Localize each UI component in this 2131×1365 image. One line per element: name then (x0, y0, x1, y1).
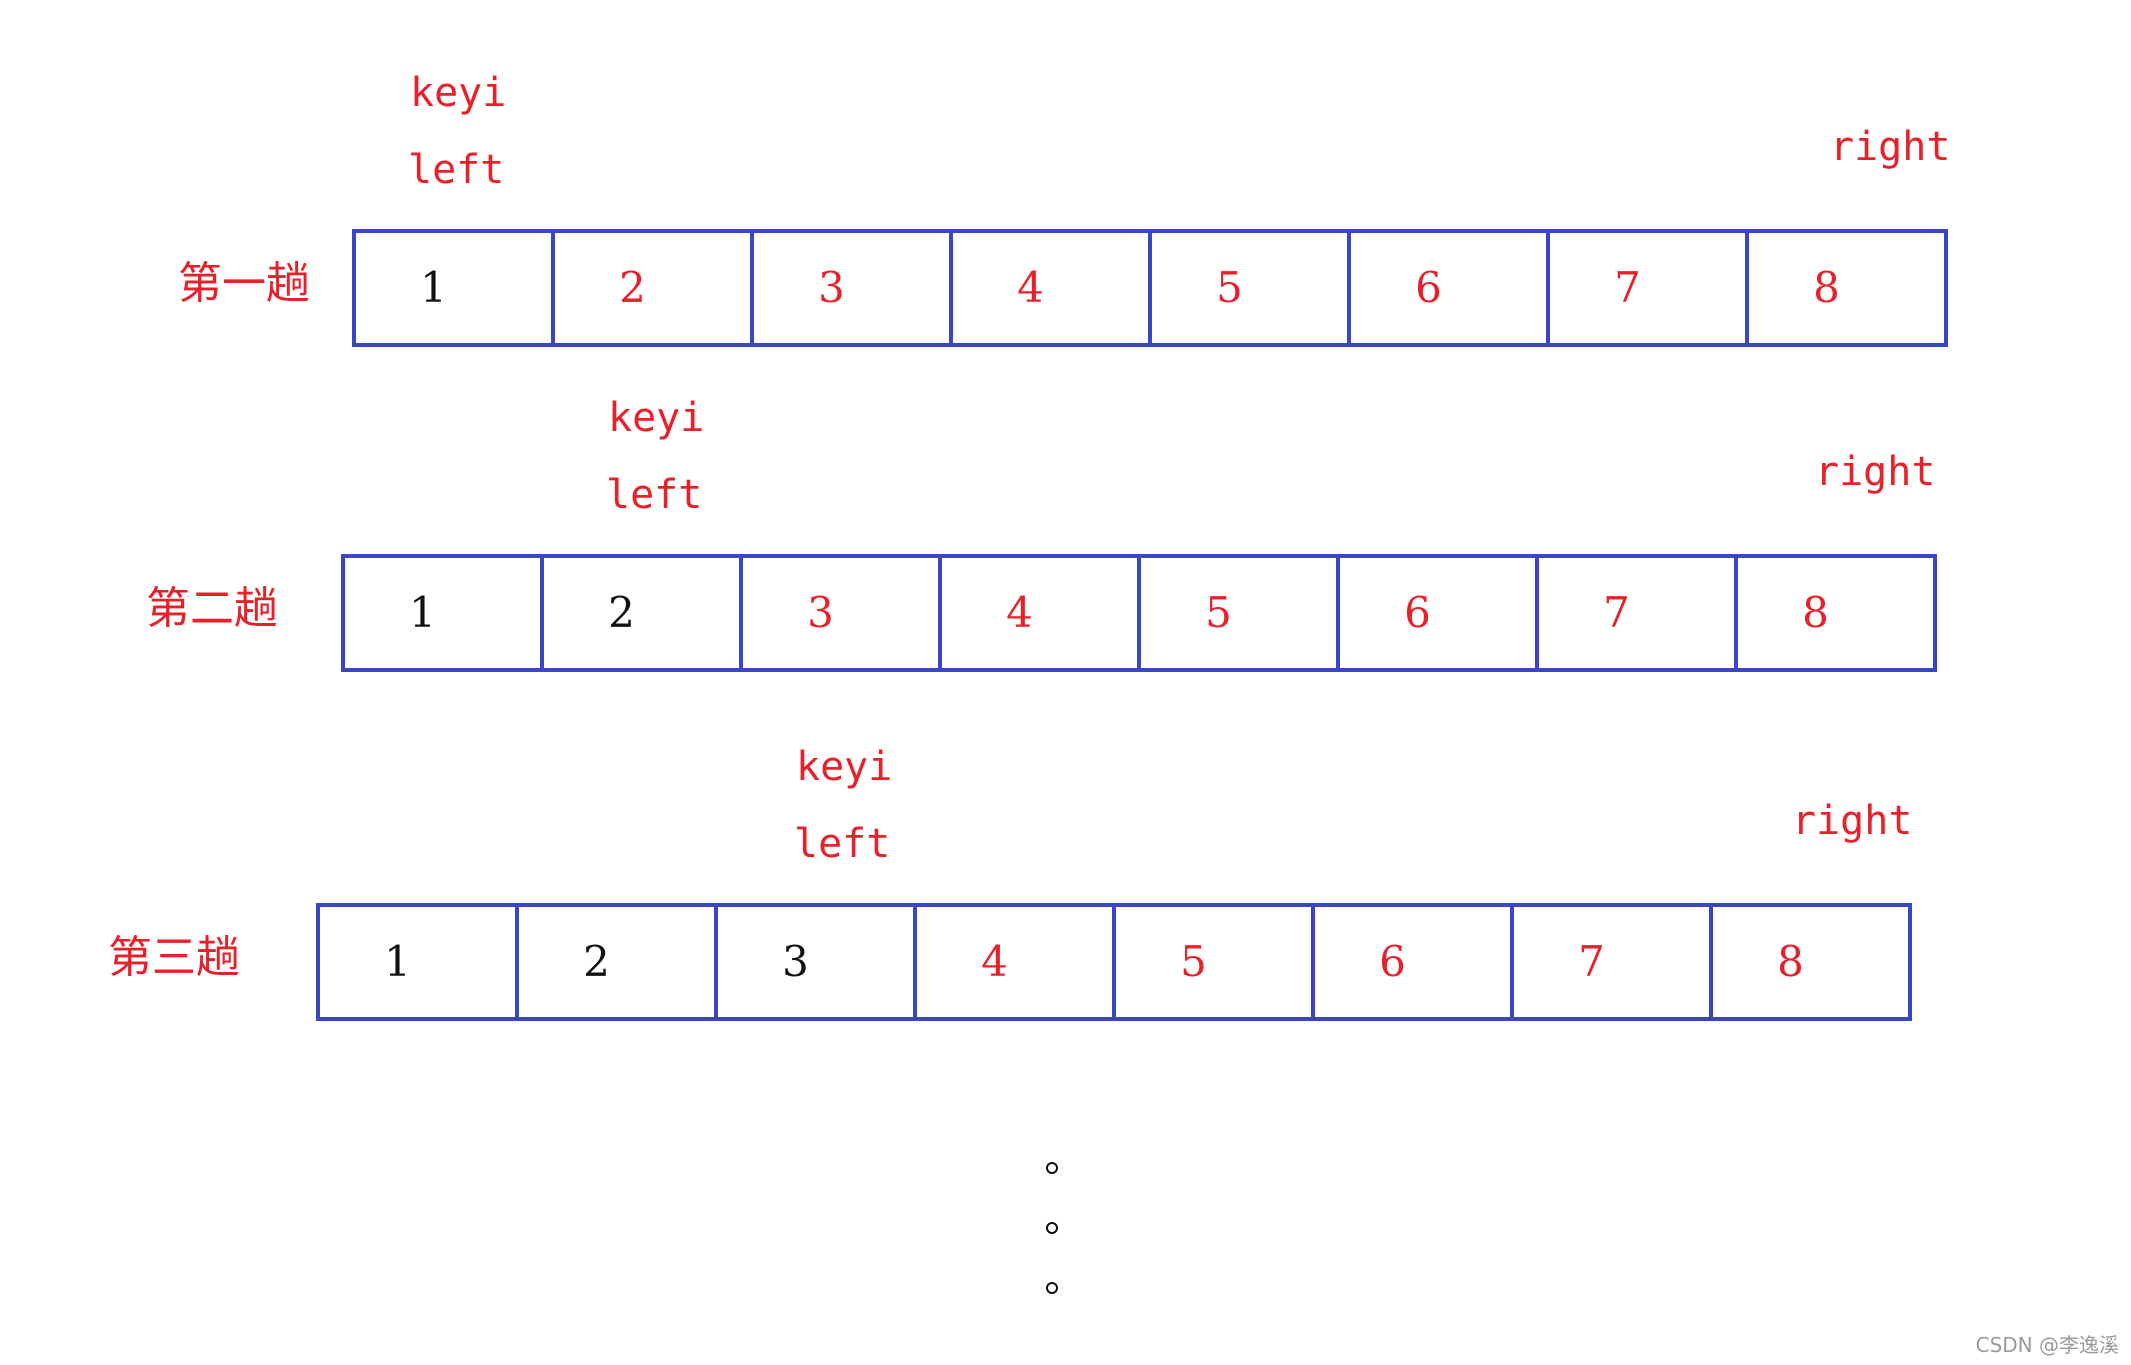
cell-value: 2 (619, 263, 646, 312)
array-cell: 2 (551, 229, 754, 347)
cell-value: 1 (420, 263, 447, 312)
cell-value: 3 (807, 588, 834, 637)
cell-value: 3 (818, 263, 845, 312)
keyi-pointer-label: keyi (410, 70, 507, 116)
ellipsis-dot (1046, 1222, 1058, 1234)
array-cell: 2 (540, 554, 743, 672)
pass-label: 第二趟 (146, 583, 278, 634)
cell-value: 3 (782, 937, 809, 986)
array-cell: 3 (714, 903, 917, 1021)
cell-value: 4 (1006, 588, 1033, 637)
keyi-pointer-label: keyi (796, 744, 893, 790)
array-cell: 8 (1745, 229, 1948, 347)
array-cell: 5 (1112, 903, 1315, 1021)
ellipsis-dot (1046, 1282, 1058, 1294)
array-cell: 8 (1734, 554, 1937, 672)
pass-3: keyi left right 第三趟 1 2 3 4 5 6 7 8 (0, 729, 2131, 1021)
cell-value: 8 (1813, 263, 1840, 312)
cell-value: 5 (1216, 263, 1243, 312)
array-row: 1 2 3 4 5 6 7 8 (352, 229, 1948, 347)
right-pointer-label: right (1792, 798, 1913, 844)
array-cell: 7 (1535, 554, 1738, 672)
watermark: CSDN @李逸溪 (1975, 1333, 2119, 1357)
cell-value: 7 (1614, 263, 1641, 312)
array-cell: 3 (750, 229, 953, 347)
cell-value: 2 (608, 588, 635, 637)
cell-value: 5 (1180, 937, 1207, 986)
cell-value: 1 (409, 588, 436, 637)
cell-value: 4 (1017, 263, 1044, 312)
array-cell: 8 (1709, 903, 1912, 1021)
right-pointer-label: right (1815, 449, 1936, 495)
array-cell: 5 (1148, 229, 1351, 347)
cell-value: 2 (583, 937, 610, 986)
array-row: 1 2 3 4 5 6 7 8 (316, 903, 1912, 1021)
left-pointer-label: left (606, 472, 703, 518)
array-cell: 6 (1336, 554, 1539, 672)
continuation-ellipsis (1042, 1150, 1066, 1300)
array-cell: 2 (515, 903, 718, 1021)
cell-value: 7 (1603, 588, 1630, 637)
pass-1: keyi left right 第一趟 1 2 3 4 5 6 7 8 (0, 55, 2131, 347)
keyi-pointer-label: keyi (608, 395, 705, 441)
cell-value: 5 (1205, 588, 1232, 637)
array-cell: 5 (1137, 554, 1340, 672)
ellipsis-dot (1046, 1162, 1058, 1174)
cell-value: 8 (1802, 588, 1829, 637)
cell-value: 7 (1578, 937, 1605, 986)
left-pointer-label: left (408, 147, 505, 193)
cell-value: 6 (1415, 263, 1442, 312)
array-cell: 7 (1510, 903, 1713, 1021)
array-cell: 4 (949, 229, 1152, 347)
array-cell: 4 (938, 554, 1141, 672)
array-cell: 3 (739, 554, 942, 672)
array-cell: 1 (316, 903, 519, 1021)
array-cell: 6 (1347, 229, 1550, 347)
pass-2: keyi left right 第二趟 1 2 3 4 5 6 7 8 (0, 380, 2131, 672)
array-cell: 1 (341, 554, 544, 672)
pass-label: 第三趟 (108, 932, 240, 983)
cell-value: 8 (1777, 937, 1804, 986)
pass-label: 第一趟 (178, 258, 310, 309)
cell-value: 1 (384, 937, 411, 986)
array-cell: 1 (352, 229, 555, 347)
array-row: 1 2 3 4 5 6 7 8 (341, 554, 1937, 672)
cell-value: 4 (981, 937, 1008, 986)
array-cell: 7 (1546, 229, 1749, 347)
array-cell: 4 (913, 903, 1116, 1021)
left-pointer-label: left (794, 821, 891, 867)
array-cell: 6 (1311, 903, 1514, 1021)
right-pointer-label: right (1830, 124, 1951, 170)
cell-value: 6 (1404, 588, 1431, 637)
cell-value: 6 (1379, 937, 1406, 986)
